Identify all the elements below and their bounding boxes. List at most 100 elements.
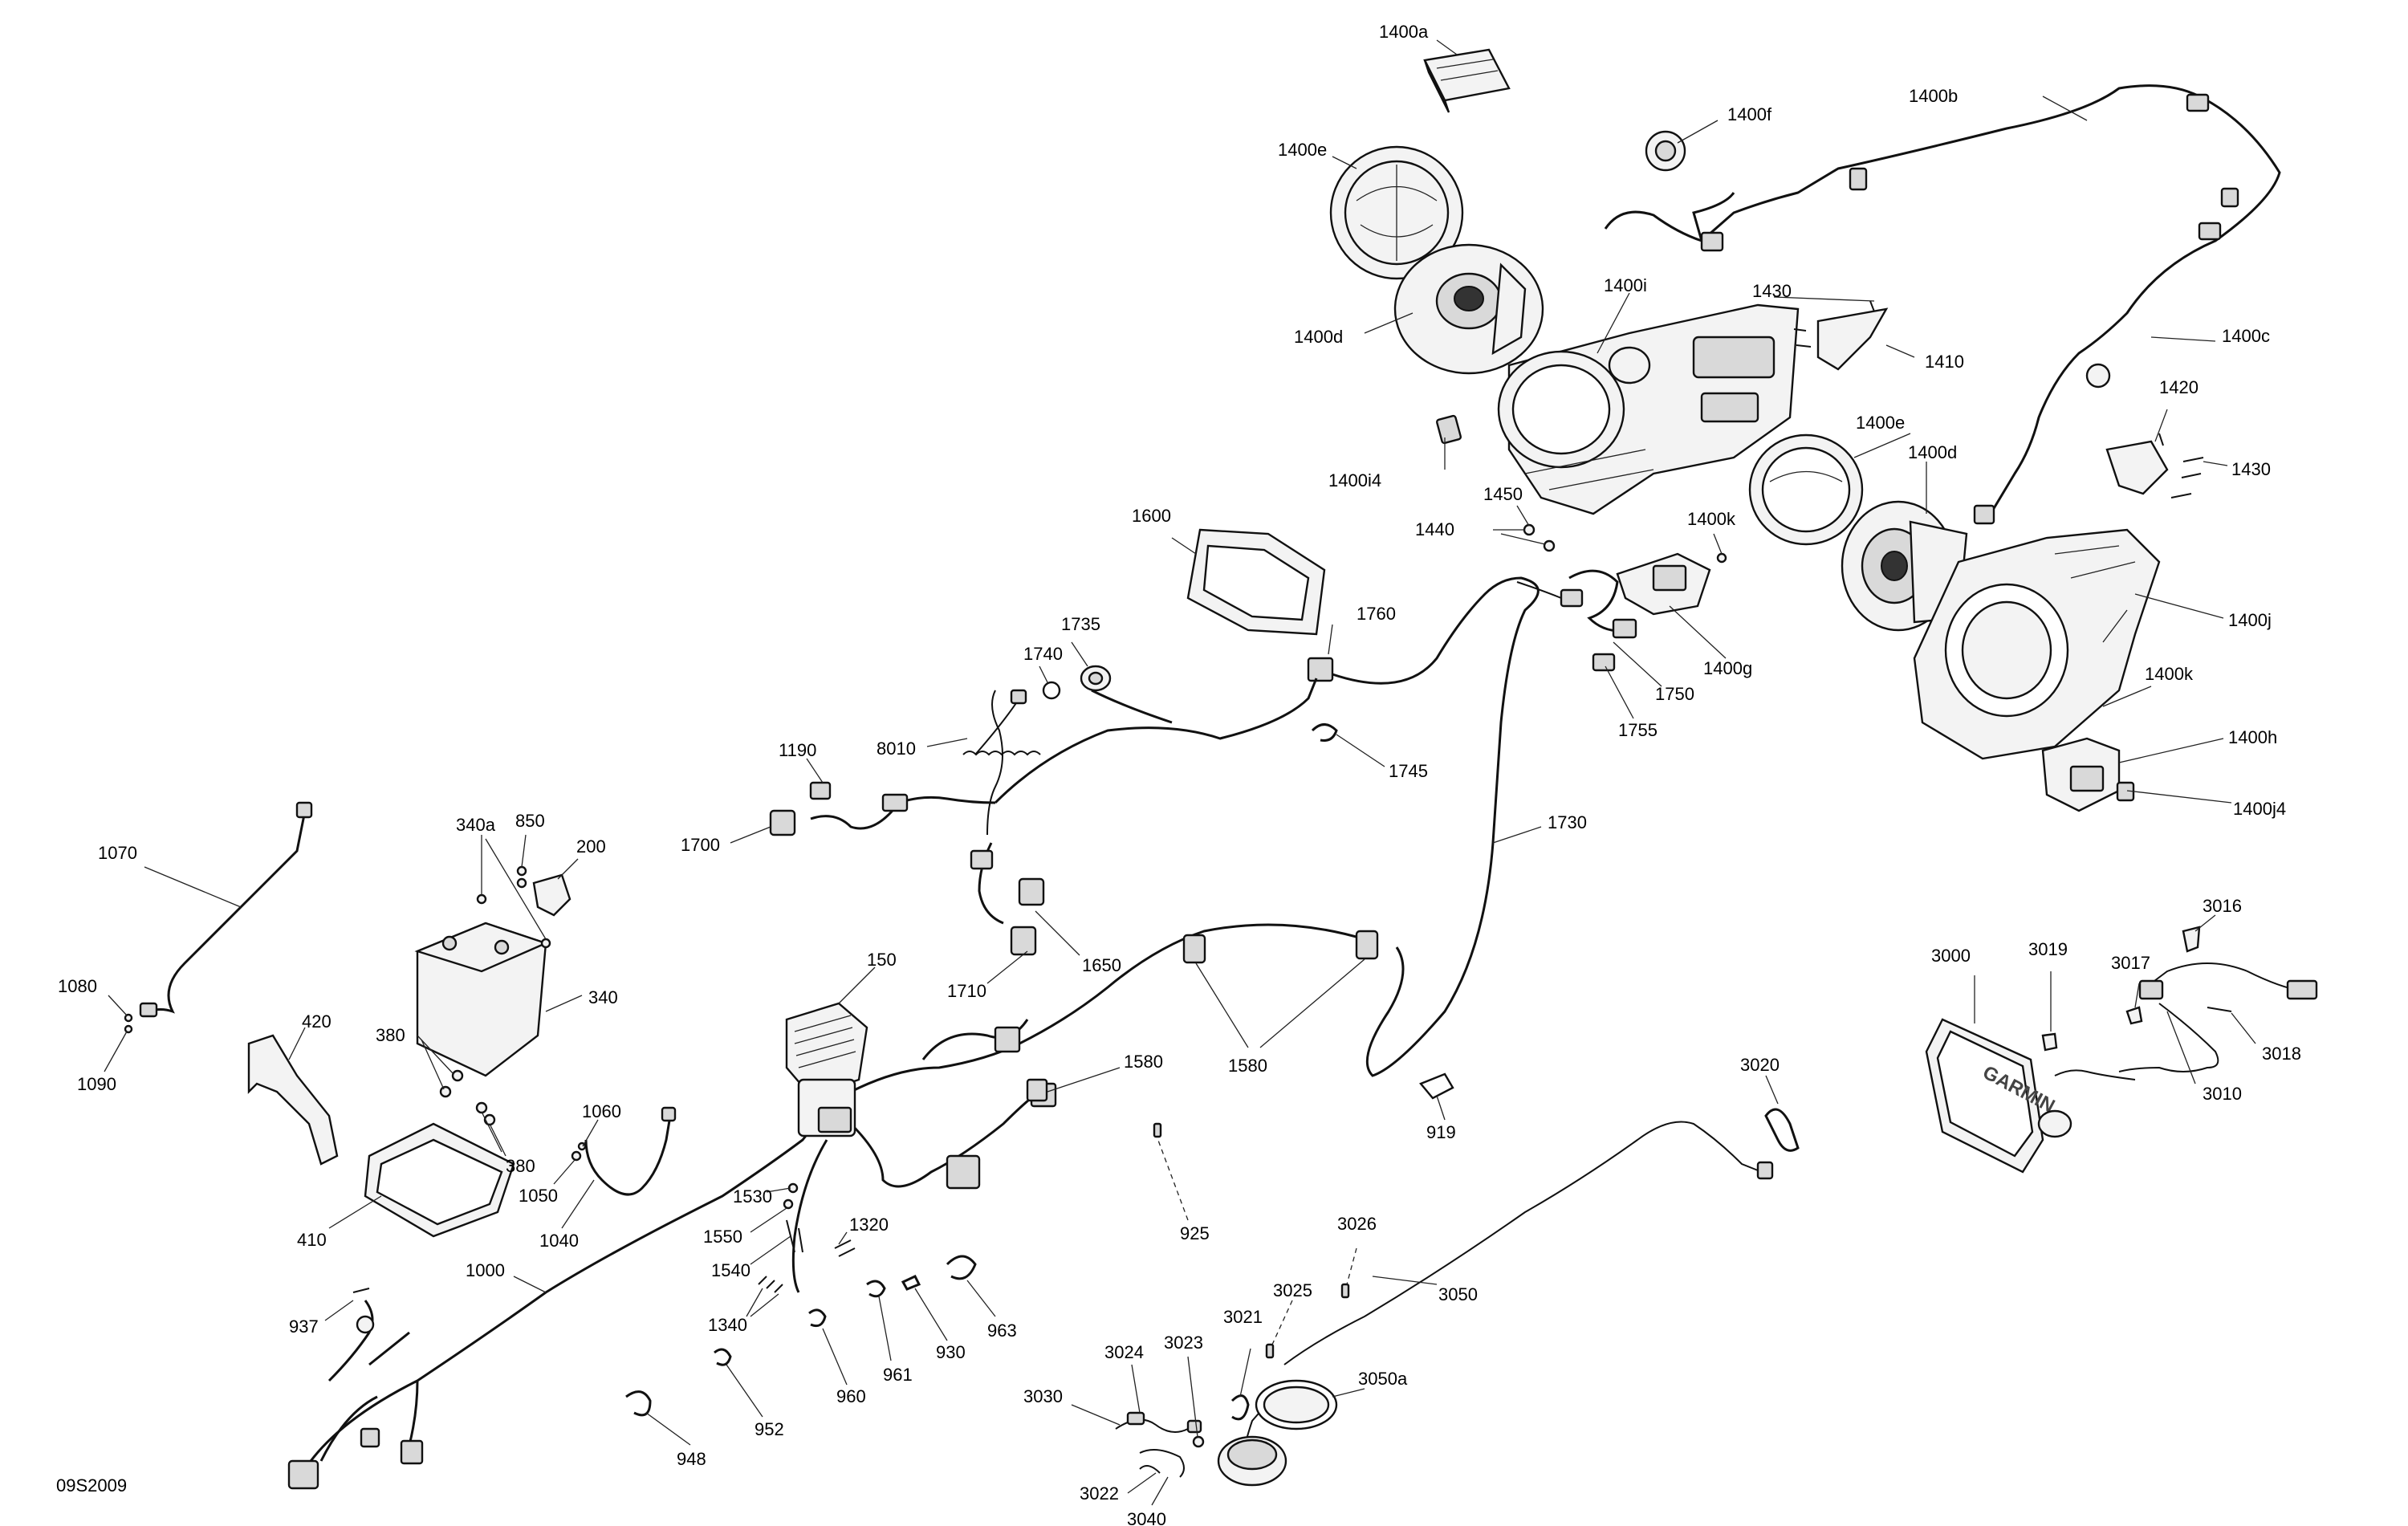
part-380-fasteners bbox=[439, 1069, 496, 1126]
part-963-clip bbox=[946, 1255, 977, 1280]
label-1710: 1710 bbox=[947, 981, 986, 1001]
part-1530-1550-clips bbox=[758, 1182, 856, 1293]
label-961: 961 bbox=[883, 1365, 913, 1385]
label-200: 200 bbox=[576, 836, 606, 857]
label-1745: 1745 bbox=[1389, 761, 1428, 781]
label-1550: 1550 bbox=[703, 1227, 742, 1247]
label-1060: 1060 bbox=[582, 1101, 621, 1121]
label-1340: 1340 bbox=[708, 1315, 747, 1335]
label-1400f: 1400f bbox=[1727, 104, 1772, 124]
label-1750: 1750 bbox=[1655, 684, 1694, 704]
label-340a: 340a bbox=[456, 815, 496, 835]
part-1080-1090-fasteners bbox=[124, 1013, 133, 1034]
label-3050a: 3050a bbox=[1358, 1369, 1408, 1389]
label-3016: 3016 bbox=[2203, 896, 2242, 916]
label-1400e-top: 1400e bbox=[1278, 140, 1327, 160]
label-1400c: 1400c bbox=[2222, 326, 2270, 346]
label-1400j: 1400j bbox=[2228, 610, 2272, 630]
part-420-strap bbox=[247, 1034, 339, 1166]
label-3040: 3040 bbox=[1127, 1509, 1166, 1526]
label-1090: 1090 bbox=[77, 1074, 116, 1094]
label-1430-right: 1430 bbox=[2231, 459, 2271, 479]
label-960: 960 bbox=[836, 1386, 866, 1406]
part-961-clip bbox=[866, 1280, 886, 1298]
label-3050: 3050 bbox=[1438, 1284, 1478, 1304]
label-952: 952 bbox=[755, 1419, 784, 1439]
part-1745-clip bbox=[1311, 723, 1338, 742]
label-963: 963 bbox=[987, 1320, 1017, 1341]
part-937-sensor bbox=[352, 1288, 375, 1334]
part-1400a-module bbox=[1423, 48, 1511, 113]
label-1400j4: 1400j4 bbox=[2233, 799, 2286, 819]
part-948-clip bbox=[625, 1390, 652, 1417]
label-1430-top: 1430 bbox=[1752, 281, 1792, 301]
part-925-fastener bbox=[1153, 1122, 1162, 1138]
label-1050: 1050 bbox=[519, 1186, 558, 1206]
part-3026-3025-clips bbox=[1265, 1283, 1350, 1359]
label-1070: 1070 bbox=[98, 843, 137, 863]
part-1600-gauge bbox=[1186, 528, 1326, 636]
label-850: 850 bbox=[515, 811, 545, 831]
label-3010: 3010 bbox=[2203, 1084, 2242, 1104]
label-420: 420 bbox=[302, 1011, 332, 1032]
label-1420: 1420 bbox=[2159, 377, 2199, 397]
part-3050a-ring bbox=[1255, 1379, 1338, 1430]
part-919-clip bbox=[1419, 1072, 1454, 1100]
label-1540: 1540 bbox=[711, 1260, 750, 1280]
label-1730: 1730 bbox=[1548, 812, 1587, 832]
label-3020: 3020 bbox=[1740, 1055, 1780, 1075]
label-1580-b: 1580 bbox=[1228, 1056, 1267, 1076]
part-1040-cable bbox=[584, 1106, 677, 1196]
label-3023: 3023 bbox=[1164, 1333, 1203, 1353]
label-1190: 1190 bbox=[779, 740, 816, 760]
label-1400k-bot: 1400k bbox=[2145, 664, 2194, 684]
label-1040: 1040 bbox=[539, 1231, 579, 1251]
label-1700: 1700 bbox=[681, 835, 720, 855]
part-1580-clips bbox=[1026, 930, 1379, 1102]
part-960-clip bbox=[808, 1308, 827, 1328]
label-1450: 1450 bbox=[1483, 484, 1523, 504]
part-1070-cable bbox=[139, 801, 313, 1018]
label-3019: 3019 bbox=[2028, 939, 2068, 959]
label-3021: 3021 bbox=[1223, 1307, 1263, 1327]
part-1400e-grille-mid bbox=[1748, 433, 1864, 546]
label-340: 340 bbox=[588, 987, 618, 1007]
part-1400h-box bbox=[2041, 737, 2121, 812]
part-main-cable-upper bbox=[986, 678, 1318, 836]
part-1400i4-tag bbox=[1436, 414, 1462, 445]
part-1440-1450-fasteners bbox=[1523, 523, 1727, 564]
part-1000-harness bbox=[287, 923, 1365, 1490]
part-1400d-speaker-mid bbox=[1841, 500, 1968, 632]
label-1400e-mid: 1400e bbox=[1856, 413, 1905, 433]
label-1080: 1080 bbox=[58, 976, 97, 996]
label-925: 925 bbox=[1180, 1223, 1210, 1243]
label-1400k-top: 1400k bbox=[1687, 509, 1736, 529]
part-1400i-console bbox=[1497, 303, 1800, 515]
label-1760: 1760 bbox=[1357, 604, 1396, 624]
label-3024: 3024 bbox=[1104, 1342, 1144, 1362]
label-3022: 3022 bbox=[1080, 1483, 1119, 1504]
part-gps-antenna bbox=[1217, 1435, 1287, 1487]
label-3030: 3030 bbox=[1023, 1386, 1063, 1406]
label-930: 930 bbox=[936, 1342, 966, 1362]
label-3018: 3018 bbox=[2262, 1044, 2301, 1064]
part-3010-cable bbox=[2054, 962, 2318, 1080]
label-3000: 3000 bbox=[1931, 946, 1971, 966]
part-1730-harness bbox=[1307, 576, 1562, 1077]
label-3017: 3017 bbox=[2111, 953, 2150, 973]
part-1400j-console bbox=[1913, 528, 2161, 760]
label-1400d-mid: 1400d bbox=[1908, 442, 1957, 462]
label-3026: 3026 bbox=[1337, 1214, 1377, 1234]
label-1400h: 1400h bbox=[2228, 727, 2277, 747]
label-1440: 1440 bbox=[1415, 519, 1454, 539]
label-380-b: 380 bbox=[506, 1156, 535, 1176]
label-1650: 1650 bbox=[1082, 955, 1121, 975]
label-1320: 1320 bbox=[849, 1215, 889, 1235]
part-1190-1700-connectors bbox=[769, 781, 1045, 956]
part-3020-clip bbox=[1764, 1108, 1800, 1152]
part-1750-1755-connectors bbox=[1560, 569, 1637, 672]
label-1740: 1740 bbox=[1023, 644, 1063, 664]
label-1530: 1530 bbox=[733, 1186, 772, 1207]
label-1400i4: 1400i4 bbox=[1328, 470, 1381, 490]
